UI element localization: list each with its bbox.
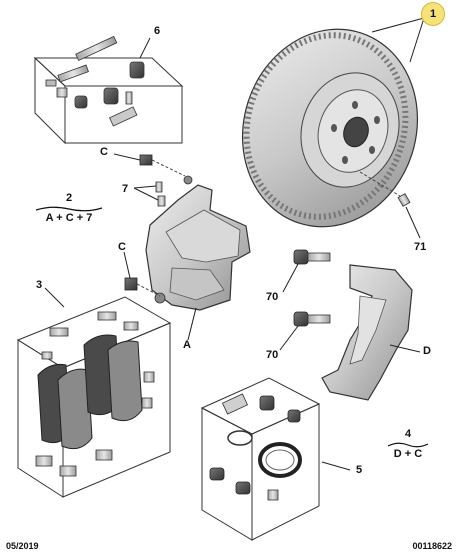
part-71-label: 71 — [414, 241, 427, 253]
letter-c-top-label: C — [100, 146, 108, 158]
part-70-bottom-label: 70 — [266, 349, 279, 361]
part-7-label: 7 — [122, 183, 129, 195]
footer-date: 05/2019 — [6, 541, 39, 551]
disc-screw-71 — [359, 171, 411, 207]
letter-c-mid-label: C — [118, 241, 126, 253]
part-3-label: 3 — [36, 279, 43, 291]
kit-4-combo: D + C — [393, 447, 423, 460]
caliper-bracket-d — [321, 264, 413, 401]
bleed-screw-7 — [155, 181, 166, 207]
kit-4-tilde — [387, 442, 429, 448]
part-70-top-label: 70 — [266, 291, 279, 303]
part-5-label: 5 — [356, 464, 363, 476]
part-1-callout: 1 — [421, 2, 445, 26]
caliper-carrier-a — [145, 175, 251, 311]
bolt-c-top — [139, 154, 186, 177]
brake-disc — [241, 28, 419, 228]
part-1-label: 1 — [429, 8, 437, 20]
kit-6-box — [33, 35, 184, 145]
kit-5-box — [200, 377, 321, 541]
kit-2-combo: A + C + 7 — [45, 211, 93, 224]
part-6-label: 6 — [154, 25, 161, 37]
kit-2-number: 2 — [65, 192, 73, 204]
bolt-70-top — [293, 249, 331, 265]
letter-a-label: A — [183, 339, 191, 351]
bolt-70-bottom — [293, 311, 331, 327]
brake-pad-kit-3-box — [16, 296, 172, 498]
kit-4-number: 4 — [404, 428, 412, 440]
kit-2-callout: 2 A + C + 7 — [34, 192, 104, 226]
kit-2-tilde — [35, 206, 103, 212]
kit-4-callout: 4 D + C — [386, 428, 430, 462]
footer-reference: 00118622 — [412, 541, 452, 551]
letter-d-label: D — [423, 345, 431, 357]
bolt-c-mid — [124, 277, 161, 297]
